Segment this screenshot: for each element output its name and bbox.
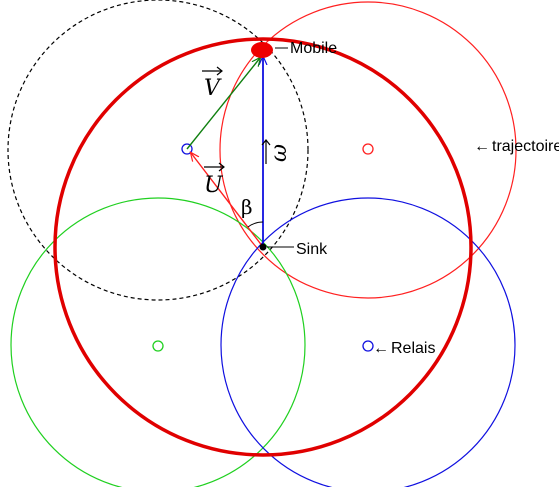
angle-beta-label: β bbox=[241, 195, 253, 219]
relais-arrow-icon: ← bbox=[373, 340, 389, 357]
vector-u-arrow bbox=[191, 153, 264, 248]
trajectory-circle bbox=[53, 37, 473, 457]
mobile-node bbox=[251, 42, 273, 58]
trajectoire-label: trajectoire bbox=[492, 138, 559, 155]
relay-circle-bottom-left bbox=[10, 197, 306, 487]
angle-beta-arc bbox=[247, 221, 264, 228]
vector-v-arrow bbox=[186, 58, 260, 150]
vec-w-label-group: ω bbox=[261, 139, 292, 164]
sink-node bbox=[259, 243, 267, 251]
relay-center-top-right bbox=[362, 143, 374, 155]
sink-label: Sink bbox=[296, 241, 328, 258]
vec-u-overline-head bbox=[218, 162, 225, 172]
vec-u-label: U bbox=[204, 173, 224, 198]
vec-w-label: ω bbox=[267, 144, 292, 162]
vec-w-overline-head bbox=[261, 139, 271, 146]
relay-circle-top-left bbox=[7, 0, 309, 301]
relay-circle-top-right bbox=[219, 1, 517, 299]
mobile-label: Mobile bbox=[290, 40, 337, 57]
relay-circle-bottom-right bbox=[220, 197, 516, 487]
relais-label: Relais bbox=[391, 340, 435, 357]
trajectoire-arrow-icon: ← bbox=[474, 138, 490, 155]
vec-v-label: V bbox=[204, 76, 222, 101]
relay-center-bottom-right bbox=[362, 340, 374, 352]
relay-center-bottom-left bbox=[152, 340, 164, 352]
vec-v-overline-head bbox=[216, 66, 223, 76]
